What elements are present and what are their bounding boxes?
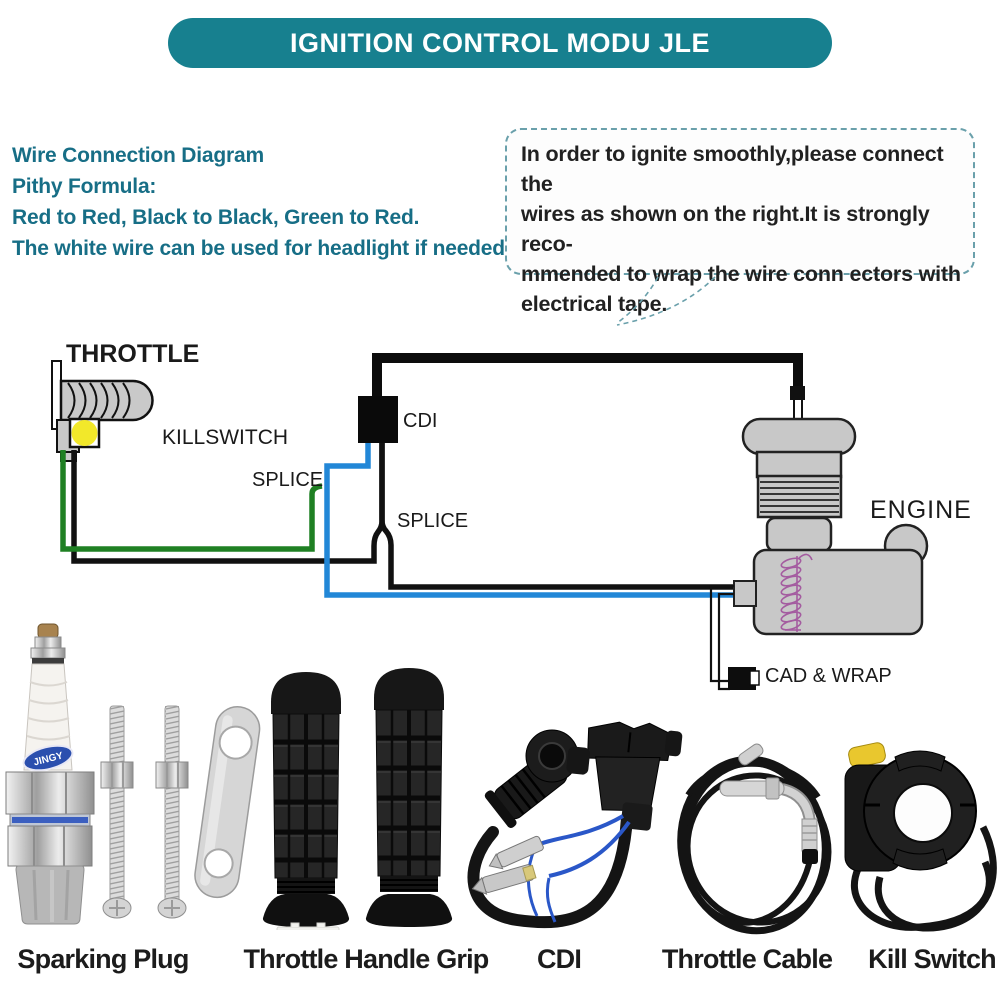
cdi-label: CDI: [403, 410, 438, 432]
intro-line-1: Wire Connection Diagram: [12, 144, 264, 167]
intro-line-2: Pithy Formula:: [12, 175, 157, 198]
engine-drawing: [733, 417, 929, 636]
engine-coil-squiggle: [780, 553, 813, 632]
intro-text-block: Wire Connection Diagram Pithy Formula: R…: [12, 140, 532, 264]
throttle-grips-photo: [262, 668, 453, 930]
plug-threads: [760, 481, 839, 513]
killswitch-button: [71, 420, 98, 446]
stud-2: [155, 705, 189, 919]
cad-wrap-wire: [709, 584, 734, 691]
black-wire-throttle-to-cdi: [71, 443, 385, 564]
coil-ht-cable: [467, 812, 633, 929]
throttle-cable-photo: [677, 743, 832, 935]
mounting-studs-photo: [100, 705, 189, 919]
intro-line-3: Red to Red, Black to Black, Green to Red…: [12, 206, 420, 229]
throttle-tube-white-piece: [276, 922, 340, 930]
title-banner: IGNITION CONTROL MODU JLE: [168, 18, 832, 68]
cad-wrap-label: CAD & WRAP: [765, 665, 892, 687]
spark-plug-photo: JINGY: [5, 623, 95, 925]
kill-switch-clamp: [863, 750, 977, 871]
note-line-3: mmended to wrap the wire conn ectors wit…: [521, 262, 961, 286]
coil-body: [566, 721, 683, 831]
note-line-2: wires as shown on the right.It is strong…: [521, 202, 930, 256]
stud-1: [100, 705, 134, 919]
kill-switch-button: [848, 742, 886, 768]
green-wire: [60, 450, 323, 552]
spade-terminal-2: [471, 864, 537, 895]
label-throttle-handle-grip: Throttle Handle Grip: [243, 944, 489, 974]
cdi-box: [358, 396, 398, 443]
cable-elbow-fitting: [719, 777, 818, 864]
cdi-coil-photo: [467, 721, 683, 929]
bracket-photo: [194, 705, 261, 899]
engine-label: ENGINE: [870, 496, 972, 524]
label-cdi: CDI: [536, 944, 582, 974]
note-bubble-tail: [616, 276, 716, 326]
engine-connector: [733, 580, 757, 607]
throttle-label: THROTTLE: [66, 340, 200, 368]
label-kill-switch: Kill Switch: [868, 944, 997, 974]
grip-left: [262, 672, 350, 930]
killswitch-label: KILLSWITCH: [162, 426, 289, 449]
blue-wire: [324, 443, 735, 598]
black-wire-cdi-to-engine: [379, 443, 735, 590]
throttle-drawing: [51, 360, 154, 462]
page-title: IGNITION CONTROL MODU JLE: [289, 27, 710, 58]
grip-right: [365, 668, 453, 927]
splice-label-2: SPLICE: [397, 510, 469, 532]
label-sparking-plug: Sparking Plug: [17, 944, 189, 974]
label-throttle-cable: Throttle Cable: [661, 944, 833, 974]
kill-switch-wire: [851, 825, 997, 932]
cable-end-fitting: [738, 743, 764, 766]
note-bubble: In order to ignite smoothly,please conne…: [505, 128, 975, 316]
note-line-4: electrical tape.: [521, 292, 668, 316]
spade-terminal-1: [488, 835, 544, 870]
kill-switch-photo: [844, 742, 997, 932]
note-line-1: In order to ignite smoothly,please conne…: [521, 142, 944, 196]
spark-plug-brand-label: JINGY: [22, 744, 74, 772]
splice-label-1: SPLICE: [252, 469, 324, 491]
black-wire-cdi-to-sparkplug: [372, 353, 803, 396]
cad-wrap-box: [728, 667, 756, 690]
plug-terminal: [790, 386, 805, 400]
intro-line-4: The white wire can be used for headlight…: [12, 237, 511, 260]
plug-boot: [484, 729, 579, 828]
spark-plug-blue-ring: [12, 817, 88, 823]
